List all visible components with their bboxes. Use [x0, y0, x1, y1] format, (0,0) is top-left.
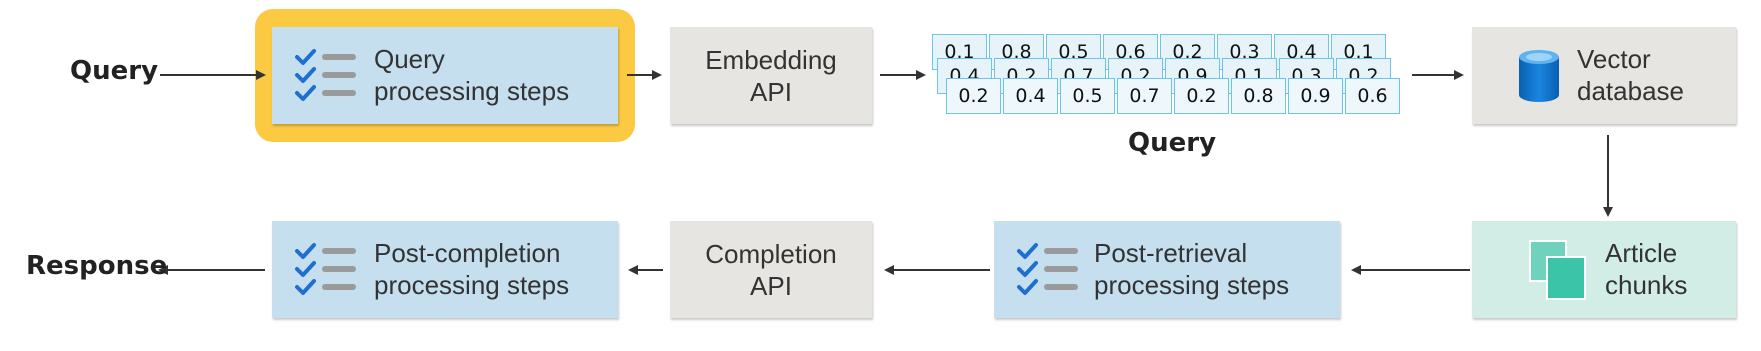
vector-value-cell: 0.7: [1117, 78, 1172, 114]
vector-caption: Query: [1128, 128, 1217, 158]
query-label: Query: [70, 56, 159, 86]
node-line-2: processing steps: [374, 270, 570, 300]
query-processing-steps-box: Query processing steps: [272, 27, 618, 124]
node-line-1: Query: [374, 44, 445, 74]
checklist-icon: [295, 49, 356, 101]
node-line-1: Embedding: [705, 44, 837, 75]
node-line-1: Post-completion: [374, 238, 561, 268]
node-line-1: Article: [1605, 238, 1678, 268]
node-line-2: API: [750, 76, 792, 107]
vector-value-cell: 0.9: [1288, 78, 1343, 114]
node-line-2: API: [750, 270, 792, 301]
node-line-2: processing steps: [374, 76, 570, 106]
node-line-1: Post-retrieval: [1094, 238, 1248, 268]
checklist-icon: [295, 243, 356, 295]
checklist-icon: [1017, 243, 1078, 295]
vector-value-cell: 0.2: [1174, 78, 1229, 114]
vector-value-cell: 0.5: [1060, 78, 1115, 114]
post-completion-processing-steps-box: Post-completion processing steps: [272, 221, 618, 318]
database-icon: [1519, 50, 1559, 102]
node-line-2: database: [1577, 76, 1684, 106]
node-line-1: Vector: [1577, 44, 1651, 74]
article-chunks-box: Article chunks: [1472, 221, 1736, 318]
vector-value-cell: 0.8: [1231, 78, 1286, 114]
post-retrieval-processing-steps-box: Post-retrieval processing steps: [994, 221, 1340, 318]
vector-value-cell: 0.6: [1345, 78, 1400, 114]
vector-value-cell: 0.2: [946, 78, 1001, 114]
vector-database-box: Vector database: [1472, 27, 1736, 124]
node-line-2: processing steps: [1094, 270, 1290, 300]
embedding-api-box: Embedding API: [670, 27, 872, 124]
vector-value-cell: 0.4: [1003, 78, 1058, 114]
response-label: Response: [26, 251, 168, 281]
completion-api-box: Completion API: [670, 221, 872, 318]
node-line-2: chunks: [1605, 270, 1688, 300]
node-line-1: Completion: [705, 238, 837, 269]
document-stack-icon: [1529, 240, 1586, 300]
